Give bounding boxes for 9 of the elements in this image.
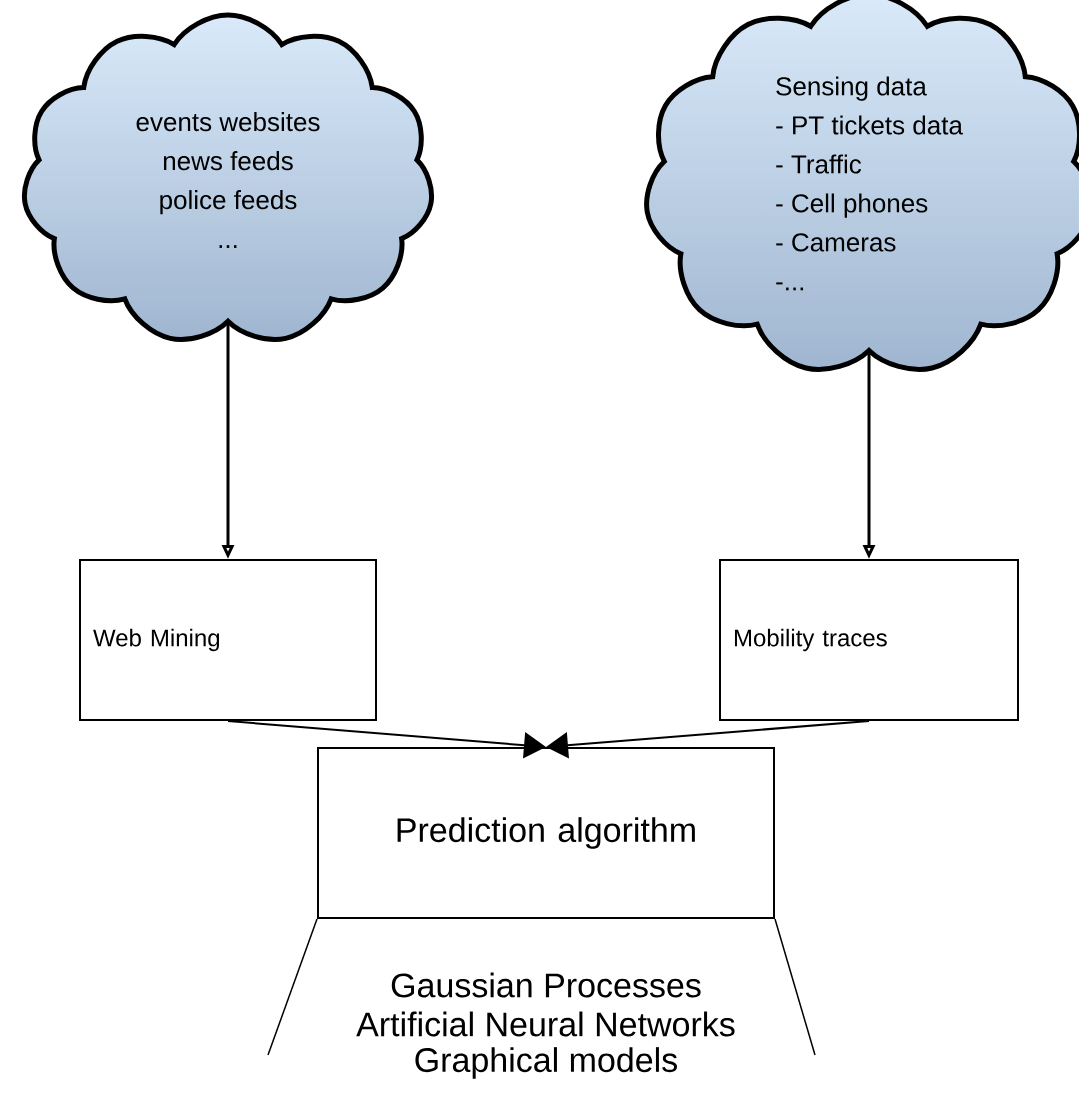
- cloud: events websites news feeds police feeds ...: [21, 12, 435, 342]
- process-box: Web Mining: [79, 559, 377, 721]
- method-label: Gaussian Processes: [391, 972, 701, 998]
- method-label: Graphical models: [415, 1047, 677, 1079]
- cloud: Sensing data - PT tickets data - Traffic - Cell phones - Cameras -...: [644, 0, 1079, 372]
- method-label: Artificial Neural Networks: [356, 1011, 735, 1037]
- process-box: Mobility traces: [719, 559, 1019, 721]
- process-box: Prediction algorithm: [317, 747, 775, 919]
- arrow: [546, 720, 870, 759]
